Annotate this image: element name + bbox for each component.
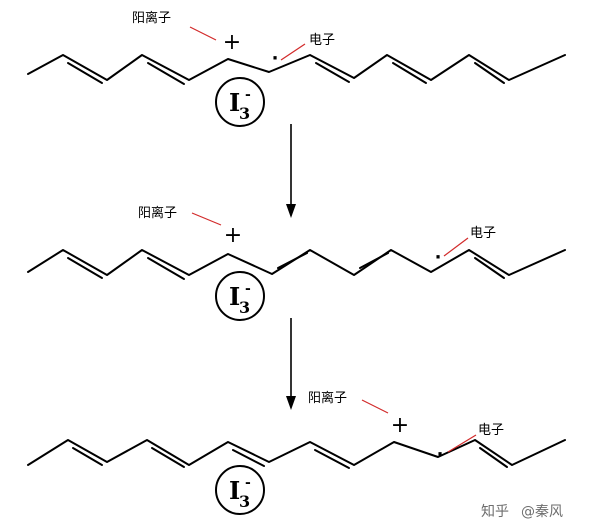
row-3-iodine-symbol: I: [229, 476, 240, 505]
chain-1-double-bond: [392, 62, 427, 84]
chain-1-double-bond: [67, 62, 103, 84]
chain-row-2: [27, 249, 566, 280]
row-3-electron-label: 电子: [478, 423, 504, 438]
chain-1-double-bond: [315, 62, 350, 83]
reaction-arrow-2: [286, 318, 296, 410]
chain-2-double-bond: [67, 257, 103, 279]
chain-row-1: [27, 54, 566, 85]
watermark-site: 知乎: [481, 503, 509, 520]
row-1-cation-symbol: +: [223, 30, 241, 55]
row-1-electron-leader: [280, 43, 306, 61]
chain-3-double-bond: [151, 447, 185, 468]
row-2-iodine-symbol: I: [229, 282, 240, 311]
row-3-cation-leader: [361, 399, 389, 414]
row-3-cation-symbol: +: [391, 413, 409, 438]
row-3-triiodide-counterion: I 3 -: [215, 465, 265, 515]
chain-3-backbone: [27, 439, 566, 466]
chain-3-double-bond: [314, 449, 350, 469]
row-2-cation-leader: [191, 212, 222, 226]
chain-3-double-bond: [232, 449, 265, 467]
row-1-iodine-subscript: 3: [239, 104, 250, 123]
row-1-cation-leader: [189, 26, 217, 41]
row-1-electron-label: 电子: [309, 33, 335, 48]
chain-3-double-bond: [479, 447, 508, 468]
chain-2-double-bond: [474, 257, 505, 279]
row-2-electron-dot: ·: [435, 247, 442, 268]
chain-2-double-bond: [359, 252, 389, 269]
row-2-electron-leader: [443, 237, 469, 257]
row-1-electron-dot: ·: [272, 48, 279, 69]
row-1-iodine-symbol: I: [229, 88, 240, 117]
row-2-triiodide-counterion: I 3 -: [215, 271, 265, 321]
row-3-cation-label: 阳离子: [308, 390, 347, 406]
chain-2-double-bond: [147, 257, 185, 280]
chain-row-3: [27, 439, 566, 469]
chain-1-backbone: [27, 54, 566, 81]
chain-2-backbone: [27, 249, 566, 276]
row-3-iodine-subscript: 3: [239, 492, 250, 511]
row-2-iodine-subscript: 3: [239, 298, 250, 317]
reaction-arrow-1: [286, 124, 296, 218]
row-1-iodine-charge: -: [245, 87, 251, 103]
watermark-author: @秦风: [521, 504, 563, 520]
chain-1-double-bond: [147, 62, 185, 85]
chain-2-double-bond: [277, 252, 308, 269]
row-2-electron-label: 电子: [470, 226, 496, 241]
row-3-electron-leader: [447, 434, 477, 453]
row-2-cation-symbol: +: [224, 223, 242, 248]
row-3-iodine-charge: -: [245, 475, 251, 491]
row-2-cation-label: 阳离子: [138, 205, 177, 221]
chain-1-double-bond: [474, 62, 505, 84]
row-2-iodine-charge: -: [245, 281, 251, 297]
row-3-electron-dot: ·: [437, 444, 444, 465]
chain-3-double-bond: [72, 447, 103, 466]
watermark: 知乎 @秦风: [481, 503, 563, 520]
row-1-triiodide-counterion: I 3 -: [215, 77, 265, 127]
row-1-cation-label: 阳离子: [132, 10, 171, 26]
